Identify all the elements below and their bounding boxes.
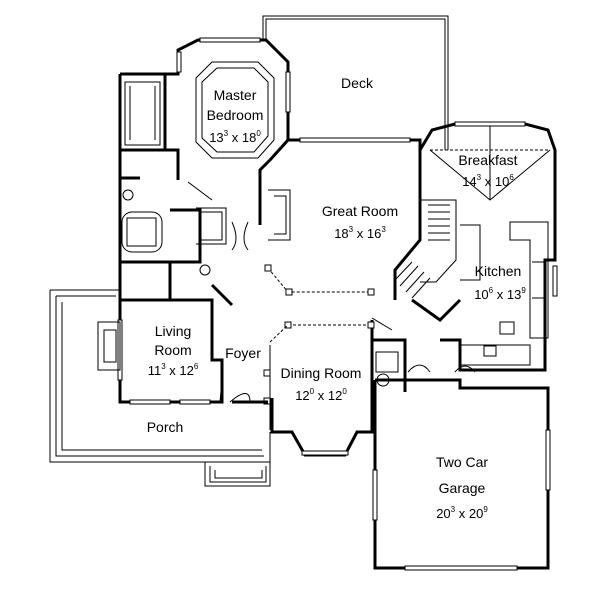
great-room-dimensions: 183 x 163 — [334, 225, 386, 241]
breakfast-label: Breakfast — [458, 152, 517, 168]
garage-label-line1: Two Car — [436, 454, 488, 470]
master-bedroom-label-line2: Bedroom — [207, 107, 264, 123]
garage-label-line2: Garage — [439, 480, 486, 496]
bath-walls — [118, 72, 249, 300]
breakfast-walls — [418, 121, 557, 230]
master-bedroom-walls — [120, 37, 291, 162]
utility-walls — [370, 317, 407, 392]
breakfast-dimensions: 143 x 106 — [462, 173, 514, 189]
master-bedroom-label-line1: Master — [214, 87, 257, 103]
kitchen-label: Kitchen — [475, 263, 522, 279]
living-room-walls — [97, 283, 268, 405]
kitchen-dimensions: 106 x 139 — [474, 286, 526, 302]
great-room-label: Great Room — [322, 203, 398, 219]
kitchen-walls — [440, 221, 558, 372]
dining-room-label: Dining Room — [281, 365, 362, 381]
room-labels: Deck Master Bedroom 133 x 180 Breakfast … — [147, 75, 527, 521]
garage-dimensions: 203 x 209 — [436, 505, 488, 521]
porch-label: Porch — [147, 419, 184, 435]
foyer-label: Foyer — [225, 345, 261, 361]
deck — [262, 15, 449, 150]
great-room-walls — [258, 137, 422, 300]
stairs — [394, 199, 462, 322]
master-bedroom-dimensions: 133 x 180 — [209, 129, 261, 145]
deck-label: Deck — [341, 75, 374, 91]
garage-walls — [372, 364, 551, 571]
porch-walls — [49, 289, 271, 487]
living-room-label-line1: Living — [155, 323, 192, 339]
living-room-label-line2: Room — [154, 342, 191, 358]
living-room-dimensions: 113 x 126 — [148, 362, 199, 378]
dining-room-dimensions: 120 x 120 — [295, 387, 347, 403]
